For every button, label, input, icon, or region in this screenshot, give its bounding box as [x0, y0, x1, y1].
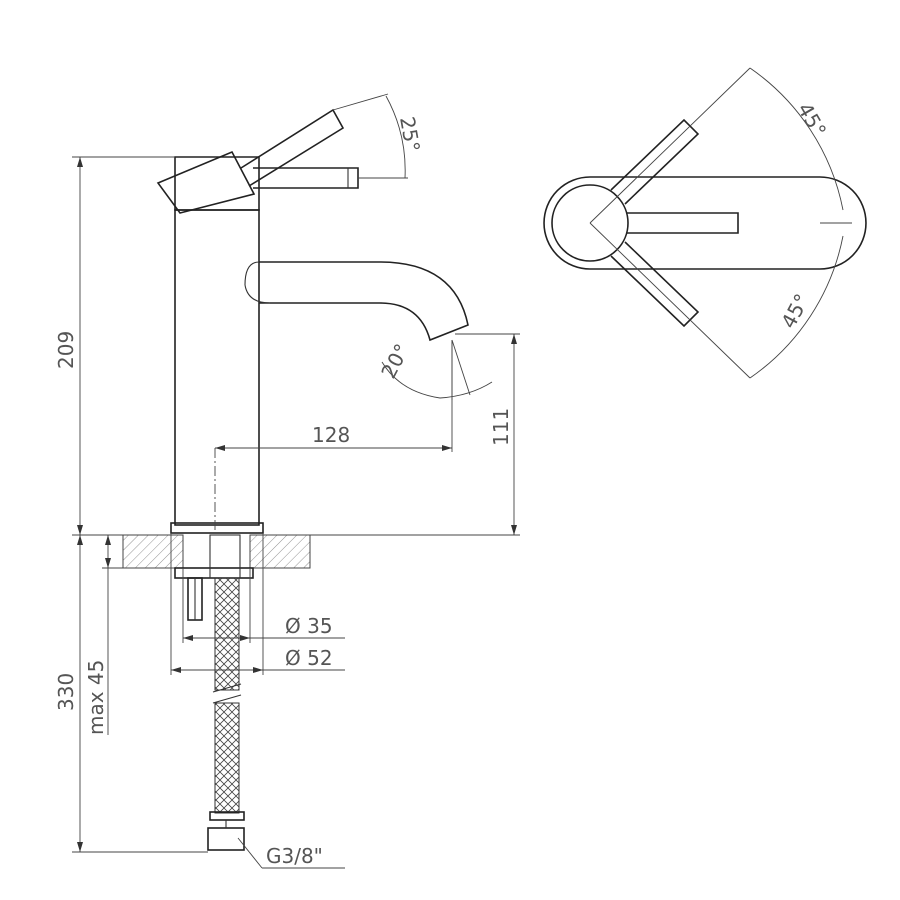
- dim-dia35-label: Ø 35: [285, 614, 333, 638]
- top-lever-up: [610, 118, 700, 205]
- top-hub: [551, 184, 629, 262]
- faucet-body: [174, 209, 260, 526]
- dim-max45-label: max 45: [84, 660, 108, 735]
- countertop-right: [249, 534, 311, 569]
- top-lever-center: [627, 212, 739, 234]
- connection-label: G3/8": [266, 844, 323, 868]
- hose-upper: [214, 577, 240, 691]
- dim-209-label: 209: [54, 331, 78, 369]
- dim-128-label: 128: [312, 423, 350, 447]
- swing-down-label: 45°: [776, 290, 814, 333]
- dim-330-label: 330: [54, 673, 78, 711]
- dim-dia52-label: Ø 52: [285, 646, 333, 670]
- lever-tilted: [240, 108, 345, 187]
- top-view: 45° 45°: [543, 67, 867, 379]
- handle-hub: [174, 156, 260, 211]
- hose-nut: [209, 811, 245, 821]
- swing-arc-down: [749, 235, 844, 379]
- countertop-left: [122, 534, 184, 569]
- base-ring: [170, 522, 264, 534]
- side-view: 25° 20° 20: [54, 93, 520, 869]
- lever-angle-arc: [385, 95, 406, 179]
- top-base-outline: [543, 176, 867, 270]
- hose-lower: [214, 702, 240, 814]
- lever-horizontal: [253, 167, 359, 189]
- top-lever-down: [610, 241, 700, 328]
- lever-angle-label: 25°: [395, 115, 425, 154]
- swing-up-label: 45°: [793, 99, 832, 142]
- spout-angle-label: 20°: [376, 340, 414, 383]
- spout-angle-arc: [381, 361, 493, 399]
- swing-arc-up: [749, 67, 844, 211]
- fixing-plate: [174, 567, 254, 579]
- handle-hub-tilted: [156, 150, 256, 214]
- dim-111-label: 111: [489, 408, 513, 446]
- spout: [259, 261, 469, 342]
- shank: [209, 534, 241, 579]
